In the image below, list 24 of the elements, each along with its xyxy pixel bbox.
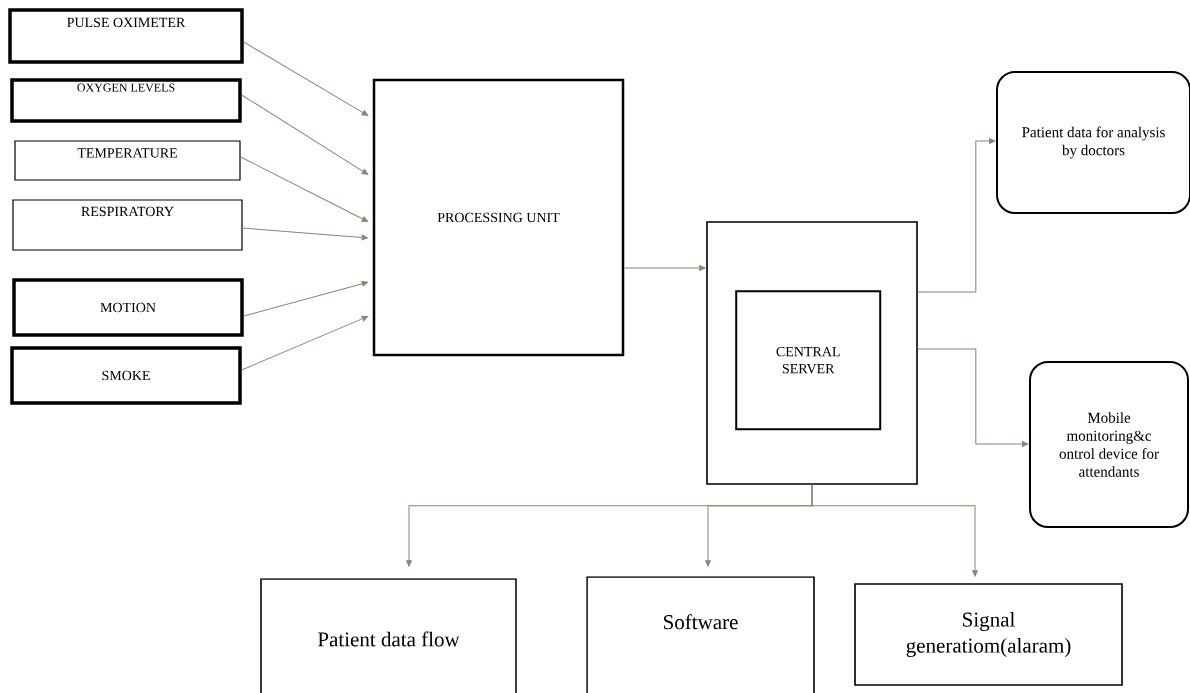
sensor-box: SMOKE bbox=[10, 346, 242, 405]
sensor-box: PULSE OXIMETER bbox=[8, 8, 244, 64]
arrow bbox=[243, 280, 369, 317]
arrow bbox=[240, 156, 369, 222]
arrow bbox=[241, 315, 369, 371]
output-box: Software bbox=[586, 576, 815, 693]
arrow bbox=[242, 227, 368, 241]
output-box: Patient data flow bbox=[260, 578, 517, 693]
sensor-box: MOTION bbox=[12, 278, 244, 337]
server-box: CENTRAL SERVER bbox=[735, 290, 882, 431]
process-box: PROCESSING UNIT bbox=[372, 78, 625, 357]
sensor-box: OXYGEN LEVELS bbox=[10, 78, 242, 123]
arrow bbox=[917, 138, 996, 293]
arrow bbox=[241, 94, 369, 175]
device-box: Mobile monitoring&c ontrol device for attendants bbox=[1029, 361, 1189, 528]
server-box bbox=[706, 221, 918, 485]
output-box: Patient data for analysis by doctors bbox=[996, 71, 1190, 214]
arrow bbox=[243, 41, 369, 116]
output-box: Signal generatiom(alaram) bbox=[854, 583, 1123, 686]
arrow bbox=[811, 484, 978, 577]
arrow bbox=[917, 348, 1029, 447]
sensor-box: TEMPERATURE bbox=[14, 140, 241, 181]
sensor-box: RESPIRATORY bbox=[12, 199, 243, 251]
arrow bbox=[623, 265, 706, 271]
